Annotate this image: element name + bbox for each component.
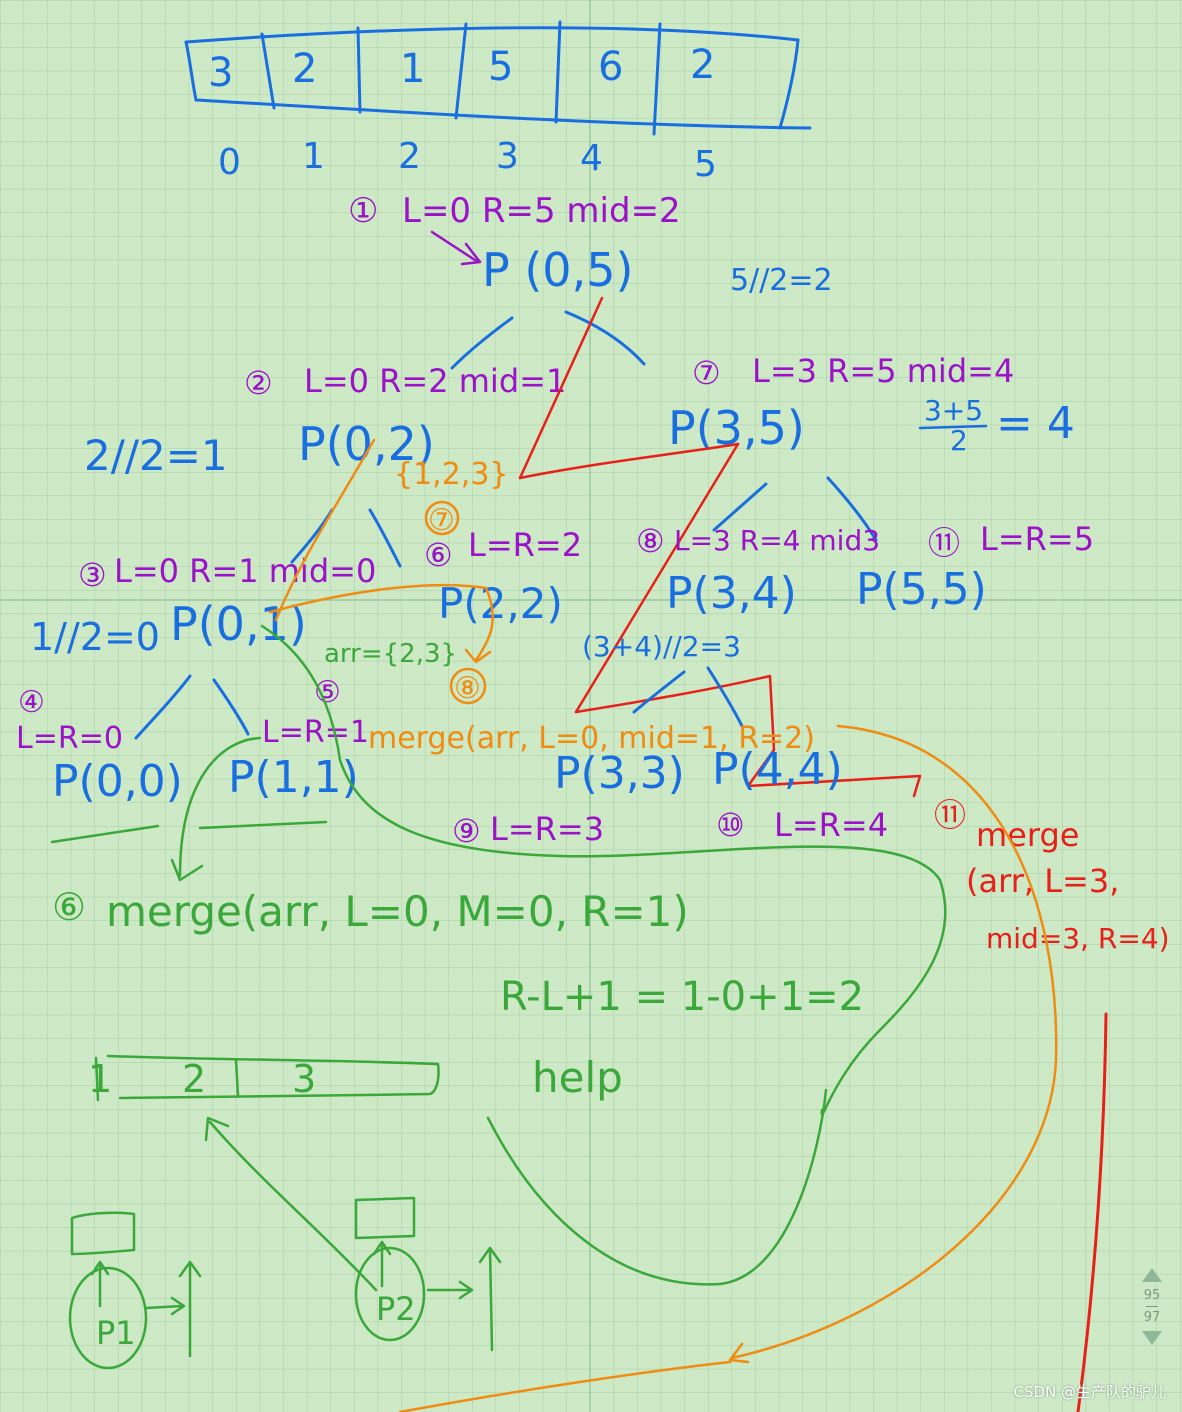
node-p-5-5: P(5,5) (856, 564, 987, 615)
fraction-denominator: 2 (950, 424, 968, 457)
pointer-p2-label: P2 (376, 1290, 416, 1328)
page-up-icon[interactable] (1142, 1268, 1162, 1282)
page-total: 97 (1138, 1310, 1166, 1325)
step-3-marker: ③ (78, 556, 107, 594)
help-cell-2: 3 (292, 1057, 316, 1101)
green-merge-marker: ⑥ (52, 885, 86, 929)
node-p-0-0: P(0,0) (52, 756, 183, 807)
step-10-marker: ⑩ (716, 806, 745, 844)
orange-step-8: ⑧ (454, 671, 481, 706)
note-3-4-div-2: (3+4)//2=3 (582, 630, 741, 663)
watermark: CSDN @生产队的驴儿 (1013, 1381, 1166, 1402)
help-cell-0: 1 (88, 1057, 112, 1101)
node-p-0-1: P(0,1) (170, 597, 307, 651)
step-7-marker: ⑦ (692, 354, 721, 392)
step-6-label: L=R=2 (468, 526, 582, 564)
node-p-0-5: P (0,5) (482, 243, 633, 297)
step-2-label: L=0 R=2 mid=1 (304, 362, 566, 400)
array-cell-4: 6 (598, 44, 623, 90)
step-5-label: L=R=1 (262, 715, 369, 750)
array-index-0: 0 (218, 142, 241, 183)
array-index-3: 3 (496, 136, 519, 177)
note-1-div-2: 1//2=0 (30, 615, 160, 659)
page-down-icon[interactable] (1142, 1331, 1162, 1345)
node-p-3-3: P(3,3) (554, 748, 685, 799)
step-4-marker: ④ (18, 685, 45, 720)
red-merge-marker: ⑪ (934, 796, 966, 834)
node-p-4-4: P(4,4) (712, 744, 843, 795)
step-4-label: L=R=0 (16, 721, 123, 756)
node-p-3-4: P(3,4) (666, 568, 797, 619)
array-index-5: 5 (694, 144, 717, 185)
fraction-result: = 4 (996, 398, 1075, 449)
step-8-label: L=3 R=4 mid3 (674, 524, 880, 557)
array-cell-5: 2 (690, 42, 715, 88)
array-cell-2: 1 (400, 46, 425, 92)
red-merge-line-1: merge (976, 816, 1079, 854)
orange-step-7: ⑦ (428, 503, 455, 538)
array-cell-1: 2 (292, 46, 317, 92)
step-11-label: L=R=5 (980, 520, 1094, 558)
green-help-label: help (532, 1053, 623, 1102)
page-navigator: 95 97 (1138, 1268, 1166, 1345)
pointer-p1-label: P1 (96, 1314, 136, 1352)
step-11-marker: ⑪ (928, 524, 960, 562)
step-9-label: L=R=3 (490, 810, 604, 848)
step-1-marker: ① (348, 191, 378, 231)
green-merge-call: merge(arr, L=0, M=0, R=1) (106, 887, 689, 936)
red-merge-line-2: (arr, L=3, (966, 862, 1119, 900)
note-5-div-2: 5//2=2 (730, 263, 833, 298)
array-index-1: 1 (302, 136, 325, 177)
array-cell-3: 5 (488, 44, 513, 90)
help-cell-1: 2 (182, 1057, 206, 1101)
step-2-marker: ② (244, 364, 273, 402)
page-divider (1146, 1306, 1158, 1307)
red-merge-line-3: mid=3, R=4) (986, 922, 1170, 955)
array-cell-0: 3 (208, 50, 233, 96)
step-1-label: L=0 R=5 mid=2 (402, 191, 681, 231)
array-index-2: 2 (398, 136, 421, 177)
step-7-label: L=3 R=5 mid=4 (752, 352, 1014, 390)
array-index-4: 4 (580, 138, 603, 179)
green-arr-2-3: arr={2,3} (324, 639, 457, 669)
note-2-div-2: 2//2=1 (84, 431, 228, 480)
step-8-marker: ⑧ (636, 522, 665, 560)
step-10-label: L=R=4 (774, 806, 888, 844)
green-formula: R-L+1 = 1-0+1=2 (500, 974, 864, 1020)
step-6-marker: ⑥ (424, 536, 453, 574)
step-3-label: L=0 R=1 mid=0 (114, 552, 376, 590)
step-5-marker: ⑤ (314, 675, 341, 710)
fraction-numerator: 3+5 (924, 394, 983, 427)
page-current: 95 (1138, 1288, 1166, 1303)
red-set-1-2-3: {1,2,3} (394, 457, 509, 492)
